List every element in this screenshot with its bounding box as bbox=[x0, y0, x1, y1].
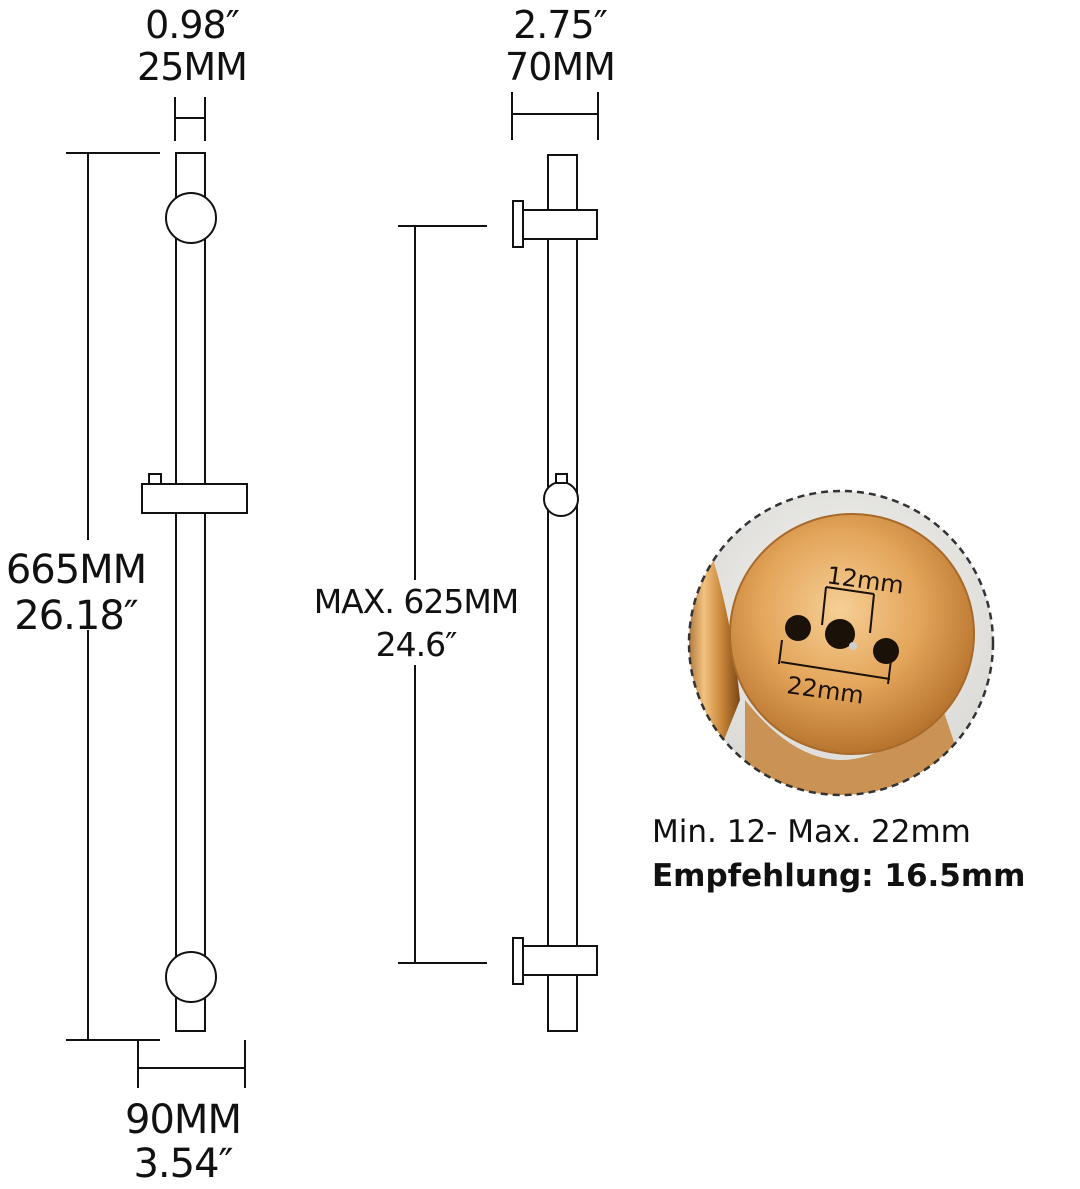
bracket-depth-label: 90MM 3.54″ bbox=[108, 1100, 258, 1184]
dim12-ext-right bbox=[869, 593, 875, 634]
hole-left bbox=[785, 615, 811, 641]
top-wall-plate bbox=[512, 200, 524, 248]
front-view bbox=[66, 97, 248, 1088]
bottom-wall-plate bbox=[512, 937, 524, 985]
detail-zoom: 12mm 22mm bbox=[687, 489, 995, 797]
height-label: 665MM 26.18″ bbox=[0, 550, 156, 636]
bracket-depth-mm: 90MM bbox=[125, 1097, 242, 1143]
width-mm: 25MM bbox=[137, 45, 248, 89]
height-mm: 665MM bbox=[5, 547, 147, 593]
side-view bbox=[398, 92, 599, 1032]
slider-bracket bbox=[141, 483, 248, 514]
dim22-ext-left bbox=[778, 639, 783, 665]
bottom-mount bbox=[165, 951, 217, 1003]
top-mount bbox=[165, 192, 217, 244]
depth70-inch: 2.75″ bbox=[513, 3, 608, 47]
side-slider-cap bbox=[555, 473, 568, 484]
screw-tip bbox=[849, 642, 857, 650]
rail-tube bbox=[175, 152, 206, 1032]
width-inch: 0.98″ bbox=[145, 3, 240, 47]
caption-recommendation: Empfehlung: 16.5mm bbox=[652, 858, 1026, 894]
dim22-ext-right bbox=[887, 659, 892, 685]
detail-dashed-border bbox=[687, 489, 995, 797]
center-screw bbox=[825, 619, 855, 649]
slider-knob bbox=[148, 473, 162, 485]
depth70-mm: 70MM bbox=[505, 45, 616, 89]
side-rail-tube bbox=[547, 154, 578, 1032]
hole-spacing-caption: Min. 12- Max. 22mm Empfehlung: 16.5mm bbox=[652, 814, 1072, 894]
max-distance-label: MAX. 625MM 24.6″ bbox=[296, 585, 536, 661]
dim12-ext-left bbox=[821, 586, 827, 626]
dim12-line bbox=[825, 586, 875, 595]
side-slider bbox=[543, 481, 579, 517]
top-bracket-arm bbox=[522, 209, 598, 240]
max-inch: 24.6″ bbox=[375, 625, 458, 664]
height-inch: 26.18″ bbox=[14, 593, 138, 639]
bottom-bracket-arm bbox=[522, 945, 598, 976]
width-label: 0.98″ 25MM bbox=[112, 6, 272, 86]
caption-range: Min. 12- Max. 22mm bbox=[652, 814, 971, 850]
hole-right bbox=[873, 638, 899, 664]
depth70-label: 2.75″ 70MM bbox=[470, 6, 650, 86]
max-mm: MAX. 625MM bbox=[313, 582, 520, 621]
bracket-depth-inch: 3.54″ bbox=[133, 1141, 233, 1187]
dim22-line bbox=[780, 661, 891, 680]
